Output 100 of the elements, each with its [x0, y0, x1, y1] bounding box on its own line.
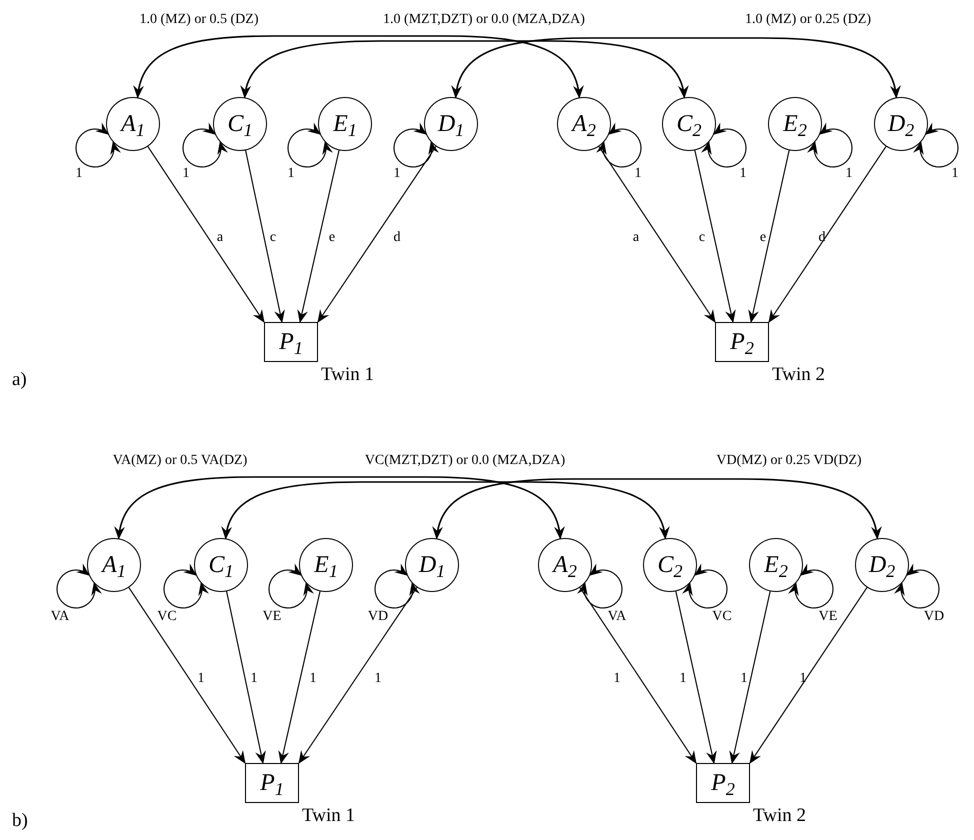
- edge-label: VA: [608, 610, 626, 624]
- variable-label: E$_{2}$: [783, 112, 807, 136]
- edge-label: 1: [198, 672, 204, 686]
- path-arrow: [147, 146, 265, 323]
- edge-label: 1: [310, 672, 316, 686]
- self-loop-arrow: [596, 122, 642, 168]
- edge-label: 1: [846, 167, 852, 181]
- self-loop-arrow: [374, 564, 420, 609]
- edge-label: 1: [394, 167, 400, 181]
- edge-label: 1: [800, 672, 806, 686]
- path-arrow: [675, 591, 717, 764]
- self-loop-arrow: [56, 564, 102, 609]
- twin-label: Twin 2: [772, 365, 826, 384]
- edge-label: VD(MZ) or 0.25 VD(DZ): [716, 454, 862, 468]
- path-arrow: [278, 591, 321, 764]
- variable-label: A$_{2}$: [572, 112, 596, 136]
- variable-label: D$_{2}$: [888, 112, 914, 136]
- edge-label: 1: [182, 167, 190, 181]
- path-arrow: [245, 150, 285, 324]
- edge-label: 1.0 (MZT,DZT) or 0.0 (MZA,DZA): [383, 13, 585, 27]
- variable-label: D$_{2}$: [868, 553, 896, 577]
- variable-label: A$_{1}$: [102, 553, 126, 577]
- edge-label: VE: [262, 610, 282, 624]
- edge-label: VC: [712, 610, 732, 624]
- phenotype-box: [696, 763, 750, 803]
- edge-label: 1: [288, 167, 294, 181]
- variable-label: P$_{1}$: [260, 771, 284, 795]
- variable-label: C$_{1}$: [227, 112, 252, 136]
- variable-label: A$_{1}$: [121, 112, 145, 136]
- edge-label: 1: [952, 167, 958, 181]
- edge-label: a: [216, 231, 224, 245]
- curved-double-arrow: [452, 37, 900, 98]
- self-loop-arrow: [287, 122, 333, 168]
- self-loop-arrow: [182, 122, 228, 168]
- path-arrow: [317, 146, 436, 323]
- variable-label: E$_{1}$: [314, 553, 338, 577]
- self-loop-arrow: [894, 564, 940, 609]
- phenotype-box: [245, 763, 299, 803]
- self-loop-arrow: [577, 564, 623, 609]
- self-loop-arrow: [163, 564, 209, 609]
- edge-label: d: [394, 231, 400, 245]
- twin-label: Twin 1: [321, 365, 374, 384]
- variable-label: C$_{2}$: [657, 553, 682, 577]
- curved-double-arrow: [115, 476, 564, 540]
- edge-label: VC(MZT,DZT) or 0.0 (MZA,DZA): [364, 454, 566, 468]
- variable-label: P$_{2}$: [730, 330, 754, 354]
- twin-label: Twin 2: [753, 806, 806, 825]
- edge-label: 1: [740, 672, 748, 686]
- edge-label: 1: [614, 672, 620, 686]
- self-loop-arrow: [788, 564, 834, 609]
- path-arrow: [729, 591, 771, 764]
- self-loop-arrow: [807, 122, 853, 168]
- variable-label: C$_{1}$: [208, 553, 234, 577]
- edge-label: VC: [157, 610, 177, 624]
- edge-label: c: [270, 231, 276, 245]
- curved-double-arrow: [134, 35, 583, 98]
- panel-label: a): [12, 370, 27, 389]
- edge-label: e: [760, 231, 766, 245]
- variable-label: D$_{1}$: [438, 112, 464, 136]
- edge-label: 1: [680, 672, 686, 686]
- edge-label: e: [328, 231, 336, 245]
- path-arrow: [768, 146, 886, 323]
- path-arrow: [748, 150, 790, 324]
- edge-label: 1: [740, 167, 746, 181]
- variable-label: E$_{2}$: [764, 553, 788, 577]
- edge-label: VA(MZ) or 0.5 VA(DZ): [112, 454, 248, 468]
- variable-label: E$_{1}$: [333, 112, 357, 136]
- self-loop-arrow: [268, 564, 314, 609]
- variable-label: P$_{1}$: [279, 330, 303, 354]
- edge-label: 1.0 (MZ) or 0.5 (DZ): [140, 13, 258, 27]
- path-arrow: [226, 591, 266, 764]
- curved-double-arrow: [433, 478, 881, 540]
- variable-label: A$_{2}$: [553, 553, 577, 577]
- variable-label: P$_{2}$: [711, 771, 735, 795]
- edge-label: 1: [374, 672, 382, 686]
- path-arrow: [694, 150, 736, 324]
- self-loop-arrow: [393, 122, 439, 168]
- edge-label: VA: [50, 610, 70, 624]
- edge-label: VE: [818, 610, 838, 624]
- edge-label: 1: [76, 167, 82, 181]
- path-arrow: [579, 587, 697, 764]
- path-arrow: [298, 587, 418, 764]
- panel-label: b): [12, 811, 28, 830]
- edge-label: VD: [368, 610, 388, 624]
- path-arrow: [749, 587, 868, 764]
- self-loop-arrow: [682, 564, 728, 609]
- curved-double-arrow: [241, 40, 688, 98]
- self-loop-arrow: [913, 122, 959, 168]
- variable-label: D$_{1}$: [418, 553, 446, 577]
- phenotype-box: [264, 322, 318, 362]
- path-arrow: [128, 587, 246, 764]
- twin-label: Twin 1: [302, 806, 356, 825]
- self-loop-arrow: [75, 122, 121, 168]
- edge-label: c: [698, 231, 706, 245]
- path-arrow: [598, 146, 716, 323]
- edge-label: a: [632, 231, 640, 245]
- variable-label: C$_{2}$: [676, 112, 702, 136]
- edge-label: 1: [250, 672, 258, 686]
- edge-label: 1.0 (MZ) or 0.25 (DZ): [745, 13, 871, 27]
- self-loop-arrow: [701, 122, 747, 168]
